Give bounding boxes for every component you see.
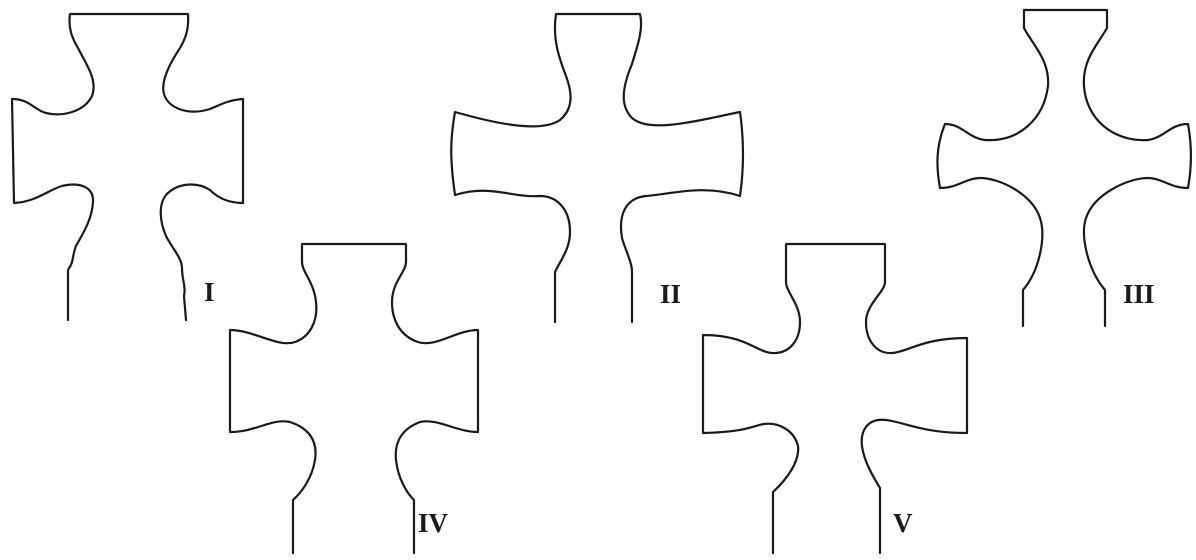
cross-shape-1 — [12, 14, 243, 320]
shape-label-i: I — [204, 279, 215, 306]
cross-shape-4 — [230, 244, 478, 553]
shape-label-iii: III — [1123, 281, 1155, 308]
shape-label-ii: II — [660, 281, 681, 308]
shape-label-iv: IV — [418, 510, 448, 537]
shape-label-v: V — [893, 510, 913, 537]
cross-shape-2 — [451, 14, 743, 322]
cross-shape-5 — [703, 244, 967, 553]
